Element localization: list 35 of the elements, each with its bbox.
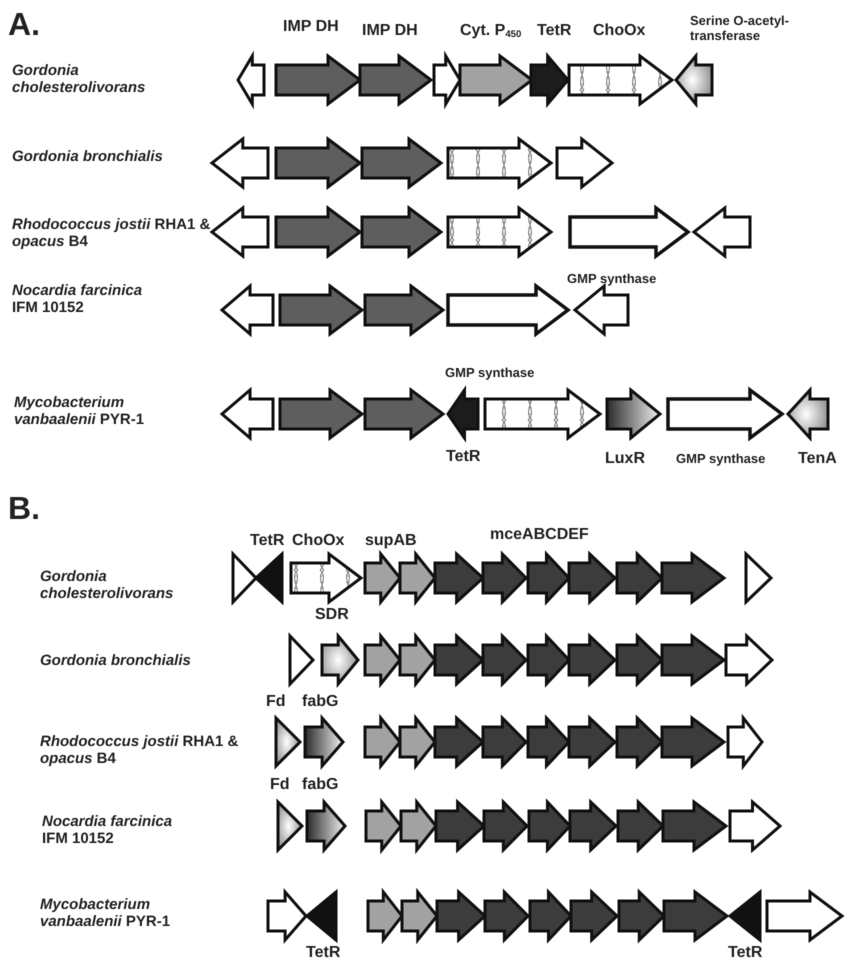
species-name: Gordonia bronchialis <box>40 652 192 670</box>
gene-label: Fd <box>270 776 290 794</box>
gene-label: Serine O-acetyl-transferase <box>690 14 790 44</box>
gene-label: GMP synthase <box>676 452 766 467</box>
gene-label: IMP DH <box>283 18 339 36</box>
species-name: Gordonia bronchialis <box>12 148 164 166</box>
gene-label: TetR <box>728 944 762 962</box>
panel-letter: B. <box>8 490 40 527</box>
gene-label: TetR <box>446 448 480 466</box>
gene-label: mceABCDEF <box>490 526 589 544</box>
species-name: Nocardia farcinica IFM 10152 <box>12 282 144 316</box>
species-name: Mycobacterium vanbaalenii PYR-1 <box>40 896 172 930</box>
gene-label: Cyt. P$_{450}$ <box>460 22 522 40</box>
gene-label: ChoOx <box>292 532 344 550</box>
gene-label: GMP synthase <box>567 272 656 287</box>
gene-label: SDR <box>315 606 349 624</box>
species-name: Gordonia cholesterolivorans <box>12 62 146 96</box>
species-name: Mycobacterium vanbaalenii PYR-1 <box>14 394 146 428</box>
gene-label: GMP synthase <box>445 366 534 381</box>
species-name: Rhodococcus jostii RHA1 & opacus B4 <box>40 733 240 768</box>
gene-label: supAB <box>365 532 417 550</box>
gene-label: TetR <box>250 532 284 550</box>
gene-label: Fd <box>266 693 286 712</box>
species-name: Nocardia farcinica IFM 10152 <box>42 813 174 848</box>
species-name: Rhodococcus jostii RHA1 & opacus B4 <box>12 216 212 250</box>
species-name: Gordonia cholesterolivorans <box>40 568 174 602</box>
gene-label: TetR <box>306 944 340 962</box>
gene-label: IMP DH <box>362 22 418 40</box>
gene-label: fabG <box>302 776 338 794</box>
gene-label: TenA <box>798 450 837 468</box>
gene-label: LuxR <box>605 450 645 468</box>
gene-label: TetR <box>537 22 572 40</box>
gene-label: ChoOx <box>593 22 646 40</box>
gene-label: fabG <box>302 693 338 712</box>
panel-letter: A. <box>8 6 40 43</box>
